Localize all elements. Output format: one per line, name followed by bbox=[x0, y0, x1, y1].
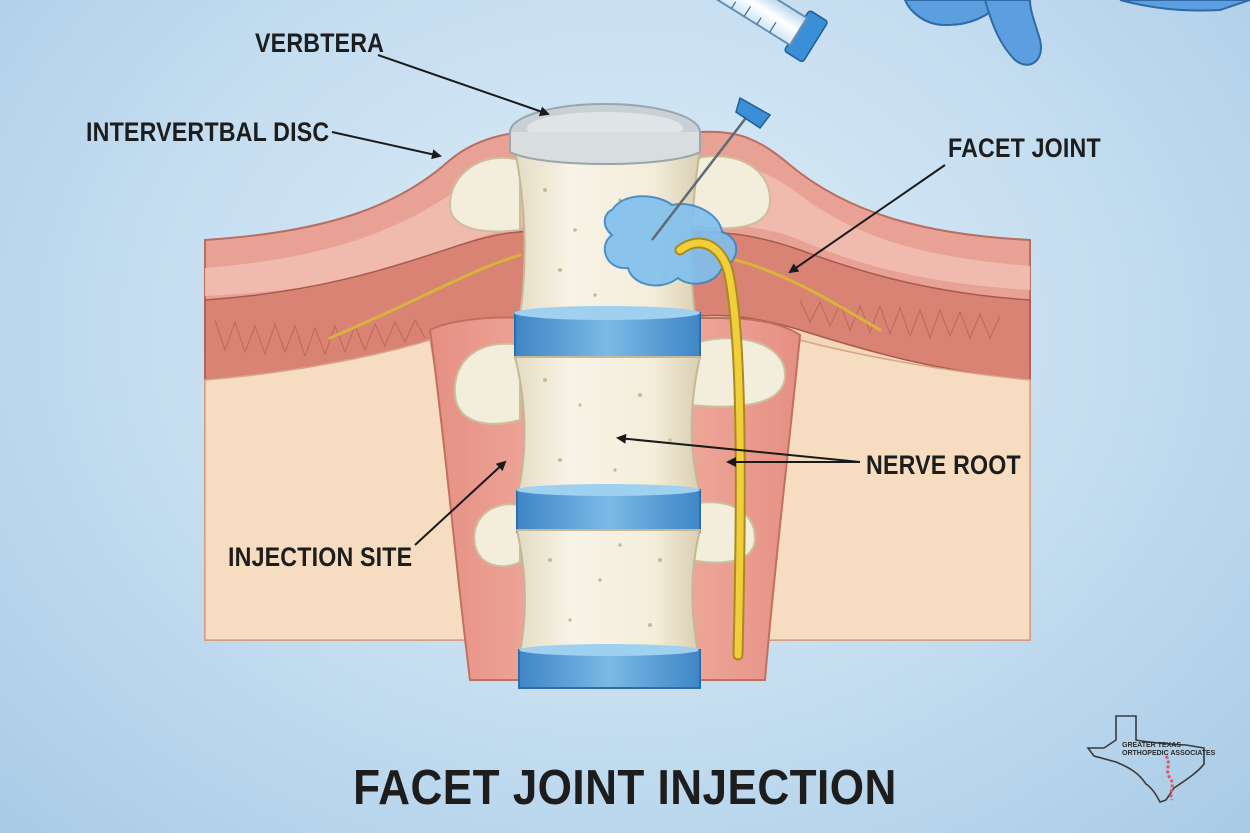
texas-logo bbox=[1086, 715, 1205, 803]
logo-line-2: ORTHOPEDIC ASSOCIATES bbox=[1122, 750, 1216, 757]
diagram-title: FACET JOINT INJECTION bbox=[353, 761, 897, 815]
vertebra-stack bbox=[509, 103, 702, 689]
logo-line-1: GREATER TEXAS bbox=[1122, 742, 1181, 749]
label-arrows bbox=[331, 54, 946, 546]
label-facet-joint: FACET JOINT bbox=[948, 133, 1101, 163]
label-injection-site: INJECTION SITE bbox=[228, 542, 413, 572]
nerve-branches bbox=[328, 253, 882, 340]
nerve-root bbox=[674, 237, 746, 661]
syringe bbox=[651, 0, 828, 241]
label-intervertebral-disc: INTERVERTBAL DISC bbox=[86, 117, 330, 147]
injectate-cloud bbox=[603, 195, 738, 287]
label-vertebra: VERBTERA bbox=[255, 28, 385, 58]
gloved-hand bbox=[903, 0, 1250, 66]
label-nerve-root: NERVE ROOT bbox=[866, 450, 1021, 480]
logo-text: GREATER TEXAS ORTHOPEDIC ASSOCIATES bbox=[1122, 742, 1215, 758]
